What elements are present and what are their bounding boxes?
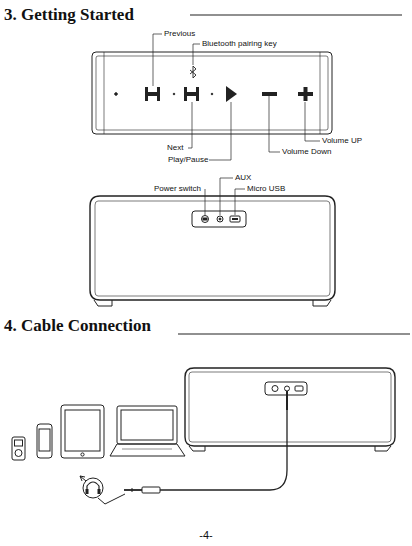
callout-label: Micro USB: [246, 184, 286, 194]
callout-label: Power switch: [153, 184, 202, 194]
callout-label: Next: [166, 143, 184, 153]
callout-label: Bluetooth pairing key: [201, 39, 278, 49]
section-heading: 3. Getting Started: [4, 5, 134, 25]
callout-label: Volume Down: [281, 147, 332, 157]
callout-label: Volume UP: [321, 136, 363, 146]
page-number: -4-: [198, 529, 213, 542]
callout-label: Play/Pause: [167, 155, 209, 165]
callout-label: AUX: [234, 173, 252, 183]
section-heading: 4. Cable Connection: [4, 316, 151, 336]
callout-label: Previous: [163, 29, 196, 39]
